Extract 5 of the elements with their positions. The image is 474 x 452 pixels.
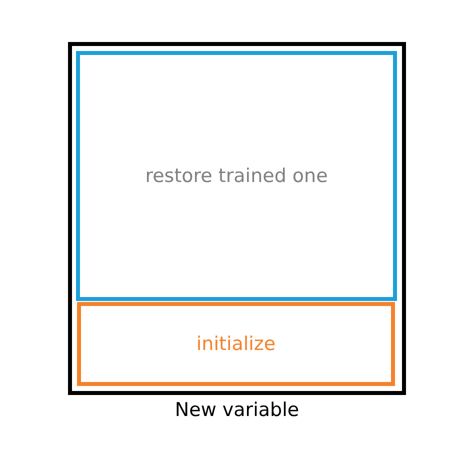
frame-caption: New variable bbox=[174, 399, 300, 421]
box-label: restore trained one bbox=[144, 165, 329, 187]
content-box bbox=[77, 302, 395, 386]
content-box bbox=[76, 51, 397, 301]
box-label: initialize bbox=[195, 333, 277, 355]
